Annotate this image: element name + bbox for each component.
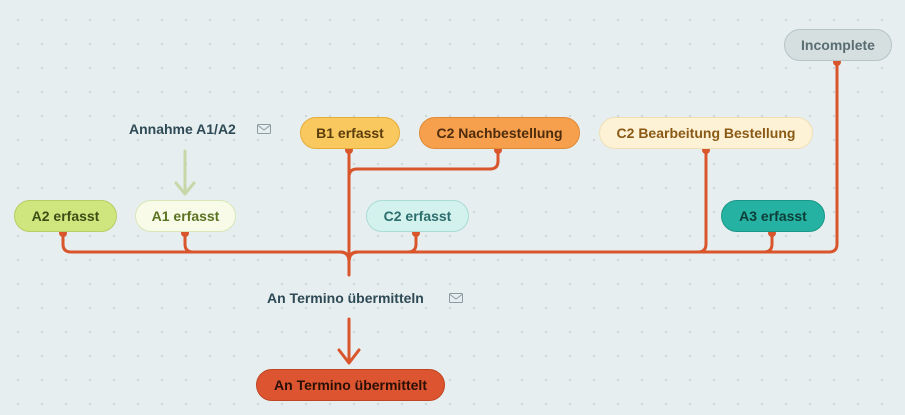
state-label: A3 erfasst xyxy=(739,208,807,224)
edge-a1 xyxy=(183,231,351,263)
state-b1-erfasst[interactable]: B1 erfasst xyxy=(300,117,400,149)
state-a3-erfasst[interactable]: A3 erfasst xyxy=(721,200,825,232)
edge-a3 xyxy=(347,231,774,263)
state-label: C2 Bearbeitung Bestellung xyxy=(616,125,796,141)
state-c2-bearbeitung-bestellung[interactable]: C2 Bearbeitung Bestellung xyxy=(599,117,813,149)
edge-c2-nachbestellung xyxy=(347,148,500,179)
state-label: B1 erfasst xyxy=(316,125,384,141)
state-c2-erfasst[interactable]: C2 erfasst xyxy=(366,200,469,232)
edge-c2-erfasst xyxy=(347,231,418,263)
annahme-arrow-head xyxy=(174,181,196,196)
state-a2-erfasst[interactable]: A2 erfasst xyxy=(14,200,117,232)
state-label: Incomplete xyxy=(801,37,875,53)
edge-a2 xyxy=(61,231,351,263)
state-label: C2 erfasst xyxy=(383,208,452,224)
transition-annahme-label[interactable]: Annahme A1/A2 xyxy=(129,121,236,137)
state-an-termino-uebermittelt[interactable]: An Termino übermittelt xyxy=(256,369,445,401)
state-label: A1 erfasst xyxy=(151,208,220,224)
edge-to-final-arrowhead xyxy=(337,348,361,365)
state-label: A2 erfasst xyxy=(31,208,100,224)
state-incomplete[interactable]: Incomplete xyxy=(784,29,892,61)
state-a1-erfasst[interactable]: A1 erfasst xyxy=(135,200,236,232)
state-label: C2 Nachbestellung xyxy=(436,125,563,141)
state-c2-nachbestellung[interactable]: C2 Nachbestellung xyxy=(419,117,580,149)
transition-an-termino-label[interactable]: An Termino übermitteln xyxy=(267,290,424,306)
mail-icon[interactable] xyxy=(257,124,271,134)
mail-icon[interactable] xyxy=(449,293,463,303)
state-label: An Termino übermittelt xyxy=(274,377,427,393)
